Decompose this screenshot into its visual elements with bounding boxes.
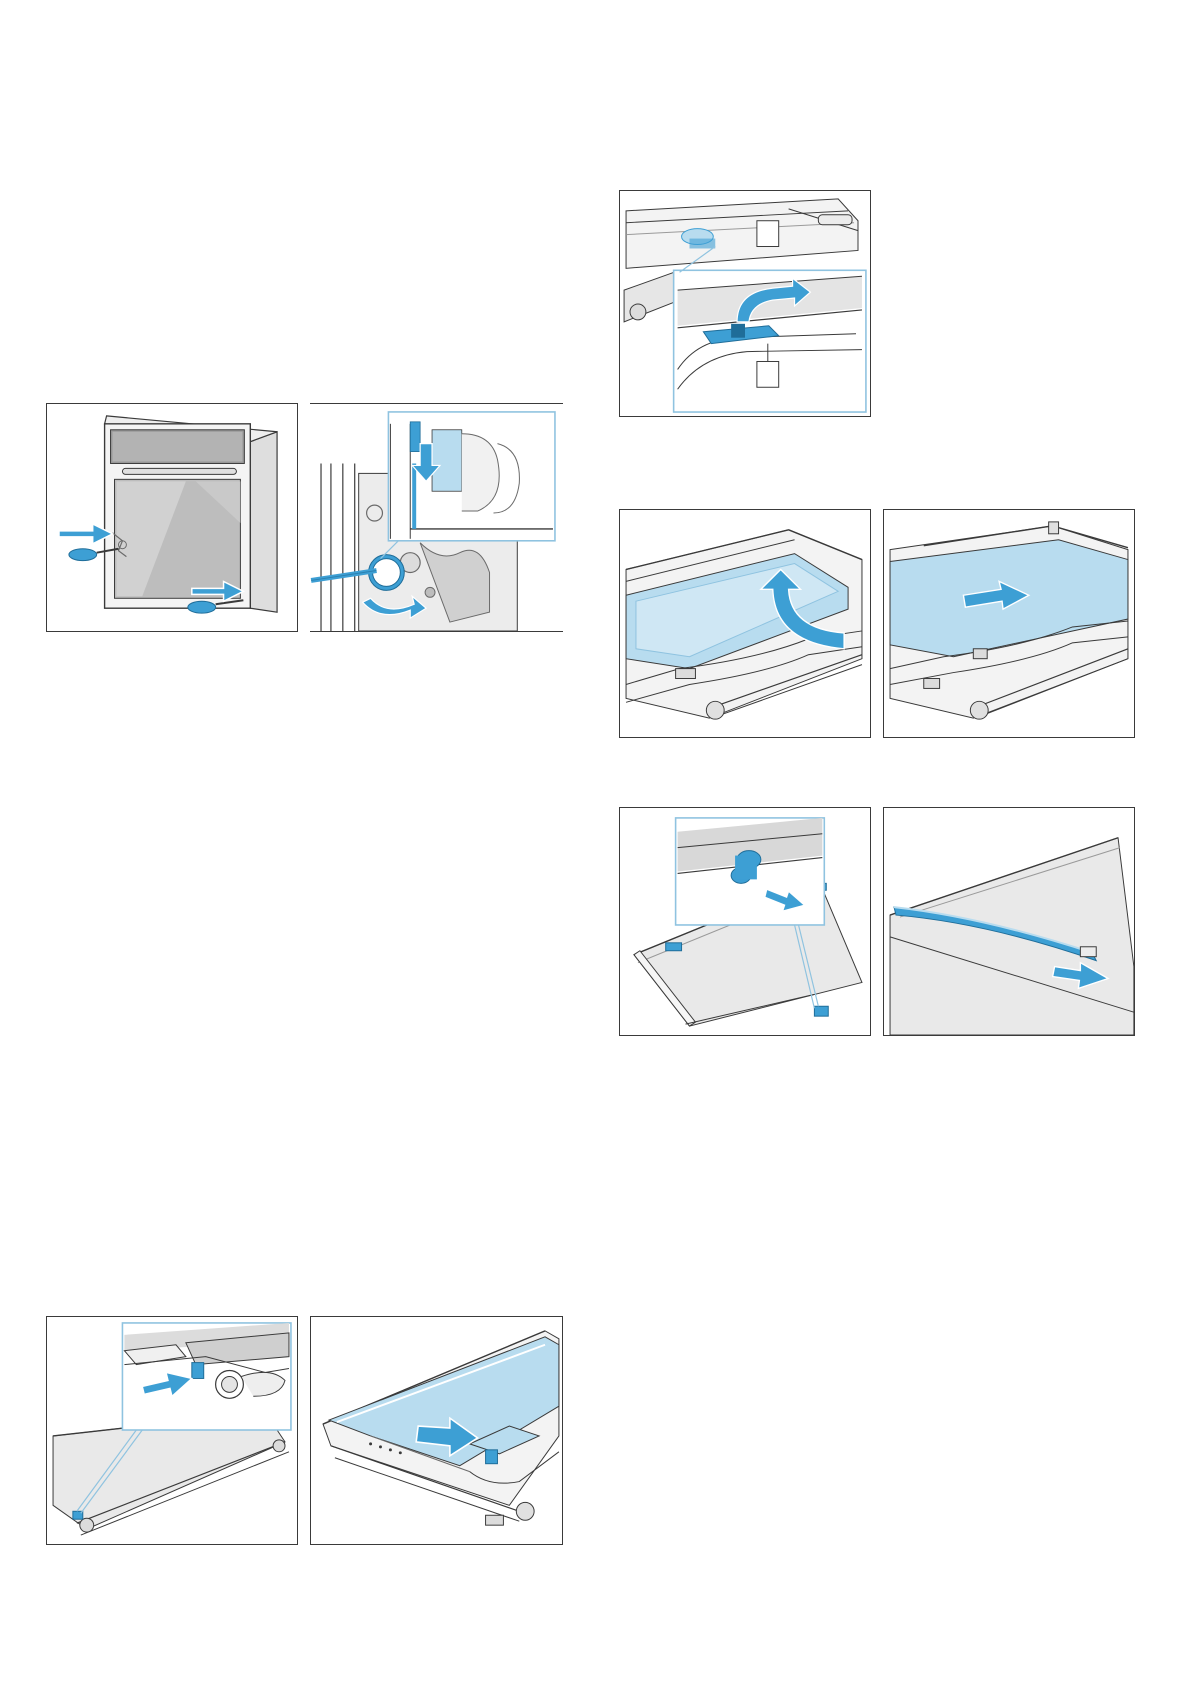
- illustration-glass-strip-remove: [883, 807, 1135, 1036]
- illustration-oven-door-unscrew: [46, 403, 298, 632]
- illustration-inner-glass-remove: [619, 509, 871, 738]
- glass-slide-drawing: [311, 1317, 562, 1544]
- illustration-middle-glass-slide: [883, 509, 1135, 738]
- hinge-lever-drawing: [310, 404, 563, 631]
- illustration-hinge-lever-turn: [310, 403, 563, 632]
- inner-glass-drawing: [620, 510, 870, 737]
- glass-clip-drawing: [620, 808, 870, 1035]
- glass-strip-drawing: [884, 808, 1134, 1035]
- glass-insert-drawing: [47, 1317, 297, 1544]
- illustration-glass-clip-remove: [619, 807, 871, 1036]
- illustration-glass-insert-clip: [46, 1316, 298, 1545]
- illustration-door-cover-lift: [619, 190, 871, 417]
- illustration-glass-slide-in: [310, 1316, 563, 1545]
- middle-glass-drawing: [884, 510, 1134, 737]
- oven-unscrew-drawing: [47, 404, 297, 631]
- door-cover-drawing: [620, 191, 870, 416]
